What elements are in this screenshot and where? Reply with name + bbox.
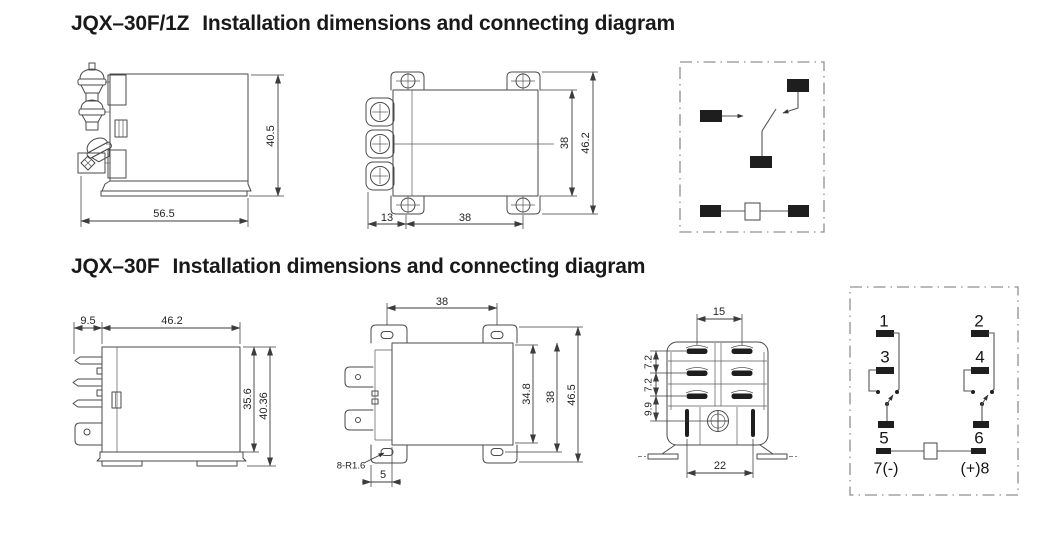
dim-overall-height-label: 40.36: [258, 392, 270, 420]
dim-hole-pitch-label: 38: [459, 212, 471, 224]
dim-body-height-label: 38: [559, 137, 571, 149]
pin8-bar: [971, 448, 986, 454]
coil-terminal-bar: [788, 205, 809, 217]
section2-title-text: Installation dimensions and connecting d…: [172, 255, 646, 278]
section1-title: JQX–30F/1Z Installation dimensions and c…: [71, 12, 675, 36]
pin4-label: 4: [975, 348, 984, 367]
jqx30f1z-side-view-drawing: 40.5 56.5: [77, 62, 284, 227]
jqx30f1z-top-view-drawing: 13 38 38 46.2: [365, 71, 598, 229]
pin2-bar: [971, 330, 989, 337]
pin-slots: [685, 345, 754, 399]
blade-pin: [72, 399, 103, 408]
pin7-label: 7(-): [874, 461, 899, 478]
pin4-bar: [971, 367, 989, 374]
jqx30f1z-connecting-diagram: [679, 61, 825, 233]
dim-width-label: 56.5: [153, 208, 174, 220]
jqx30f-side-view-drawing: 9.5 46.2 35.6 40.36: [72, 315, 276, 467]
switch-blade: [761, 108, 777, 132]
pin6-label: 6: [974, 429, 983, 448]
jqx30f-connecting-diagram: 1 3 5 2 4 6: [849, 286, 1019, 496]
dim-pin-pitch-label: 15: [713, 306, 725, 318]
pin3-label: 3: [880, 348, 889, 367]
dim-hole-offset-label: 5: [380, 469, 386, 481]
pin3-bar: [876, 367, 894, 374]
pin1-bar: [876, 330, 894, 337]
pin6-bar: [973, 421, 989, 428]
switch-blade: [981, 394, 989, 405]
dim-foot-pitch-label: 22: [714, 460, 726, 472]
blade-pin: [74, 356, 103, 365]
hole-radius-note: 8-R1.6: [337, 461, 366, 472]
dim-row-gap1-label: 7.2: [644, 355, 655, 369]
dim-body-height-label: 35.6: [242, 388, 254, 409]
blade-tab: [344, 409, 374, 431]
terminal-screws: [365, 97, 395, 191]
coil-symbol: [923, 442, 938, 460]
contact-terminal-bar: [700, 110, 722, 122]
mounting-screws: [396, 73, 535, 213]
contact-terminal-bar: [787, 79, 809, 92]
pin2-label: 2: [974, 312, 983, 331]
dim-offset-label: 13: [381, 212, 393, 224]
dim-height-label: 40.5: [265, 125, 277, 146]
dim-hole-pitch-x-label: 38: [436, 296, 448, 308]
dim-row-gap2-label: 7.2: [644, 378, 655, 392]
dim-pin-length-label: 9.5: [80, 315, 95, 327]
pin1-label: 1: [879, 312, 888, 331]
section2-title: JQX–30F Installation dimensions and conn…: [71, 255, 645, 279]
dim-row-gap3-label: 9.9: [644, 402, 655, 416]
dim-overall-height-label: 46.2: [580, 132, 592, 153]
blade-tab: [344, 366, 374, 388]
pin5-bar: [878, 421, 894, 428]
screw-terminal-stack: [77, 62, 112, 174]
dim-overall-height-label: 46.5: [566, 384, 578, 405]
section2-model-number: JQX–30F: [71, 255, 160, 278]
jqx30f-top-view-drawing: 38 34.8 38 46.5 8-R1.6 5: [337, 296, 583, 487]
pin8-label: (+)8: [961, 461, 990, 478]
quick-connect-lug: [74, 422, 103, 446]
dim-hole-pitch-y-label: 38: [545, 391, 557, 403]
blade-pin: [72, 378, 103, 387]
dim-body-width-label: 46.2: [161, 315, 182, 327]
jqx30f-bottom-view-drawing: 15 7.2 7.2 9.9 22: [638, 306, 797, 478]
pin5-label: 5: [879, 429, 888, 448]
switch-blade: [886, 394, 894, 405]
pin7-bar: [876, 448, 891, 454]
section1-model-number: JQX–30F/1Z: [71, 12, 190, 35]
coil-symbol: [744, 202, 761, 221]
common-terminal-bar: [750, 156, 772, 168]
coil-terminal-bar: [700, 205, 721, 217]
section1-title-text: Installation dimensions and connecting d…: [202, 12, 675, 35]
dim-body-height-label: 34.8: [521, 383, 533, 404]
